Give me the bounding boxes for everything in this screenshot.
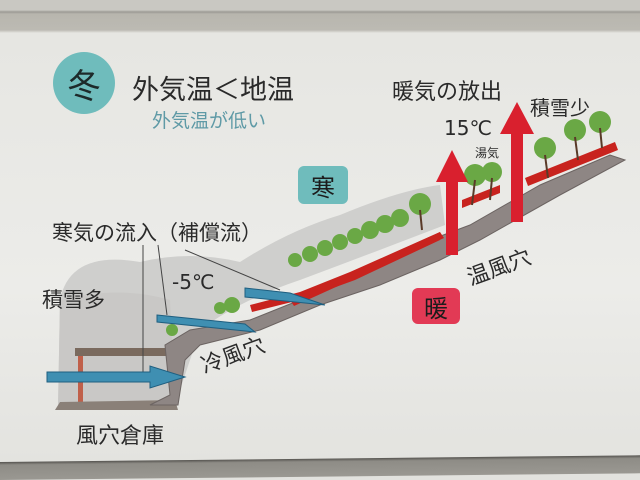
winter-badge: 冬 [53,52,115,114]
warm-arrow-right [500,102,534,222]
steam-label: 湯気 [475,146,500,160]
warm-air-arrows [436,102,534,255]
cold-arrow-storage [46,365,187,389]
warm-release-label: 暖気の放出 [392,80,503,105]
cold-inflow-label: 寒気の流入（補償流） [52,221,262,245]
storage-label: 風穴倉庫 [76,424,165,449]
cold-temp-label: -5℃ [172,270,215,294]
warm-temp-label: 15℃ [444,116,492,140]
cold-air-arrows [46,287,326,389]
heavy-snow-label: 積雪多 [42,288,105,312]
light-snow-label: 積雪少 [530,96,590,120]
storage-roof [75,348,175,356]
cold-tag: 寒 [298,166,348,204]
trees [166,111,611,336]
warm-arrow-left [436,150,468,255]
leader-lines [142,244,281,380]
warm-tag: 暖 [412,288,460,324]
subtitle: 外気温が低い [152,110,267,132]
title: 外気温＜地温 [132,75,294,106]
